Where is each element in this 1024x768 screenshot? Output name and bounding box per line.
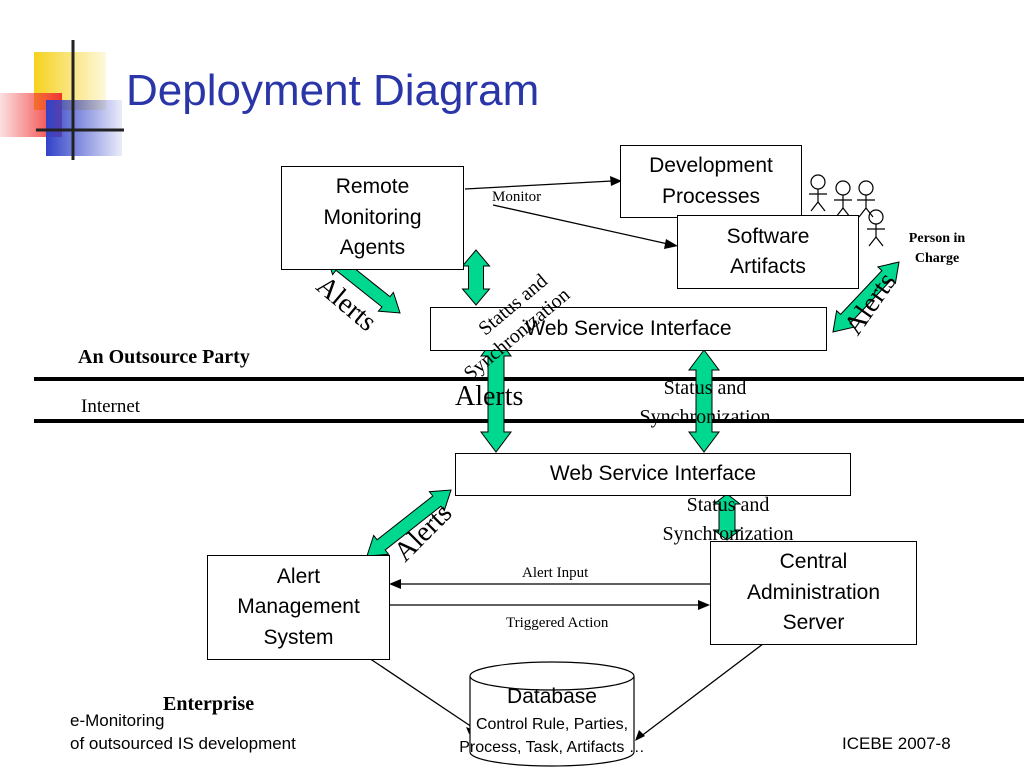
person-in-charge-label-1: Person in [908,231,966,246]
development-processes-line1: Development [649,154,773,178]
software-artifacts-line2: Artifacts [730,255,806,278]
alert-management-line3: System [263,625,334,649]
sync-arrow-internet [688,349,720,453]
footer-left-line1: e-Monitoring [70,711,165,730]
central-admin-line1: Central [779,550,848,574]
logo-squares [0,40,124,160]
footer-left-line2: of outsourced IS development [70,734,296,753]
database-content-line1: Control Rule, Parties, [475,716,629,733]
footer-right: ICEBE 2007-8 [842,734,951,753]
development-processes-line2: Processes [661,184,761,208]
person-icons [809,174,885,247]
monitor-arrow-2 [492,204,669,245]
alert-management-line1: Alert [276,564,321,588]
status-sync-label-bottom: Status and Synchronization [643,491,813,549]
status-sync-label-middle: Status and Synchronization [620,374,790,432]
monitor-label: Monitor [492,189,542,205]
alert-management-system-node: Alert Management System [207,555,390,660]
status-sync-bottom-line1: Status and [686,494,770,516]
central-admin-line3: Server [782,611,845,635]
sync-arrow-top [461,249,491,306]
status-sync-bottom-line2: Synchronization [662,523,794,545]
software-artifacts-line1: Software [726,224,810,248]
alerts-label-internet: Alerts [455,381,524,412]
status-sync-mid-line1: Status and [663,377,747,399]
alerts-arrow-person [832,261,900,333]
web-service-interface-top: Web Service Interface [430,307,827,351]
central-administration-server-node: Central Administration Server [710,541,917,645]
alerts-arrow-internet [480,335,512,453]
alerts-arrow-enterprise [366,489,452,557]
enterprise-label: Enterprise [163,693,255,715]
web-service-bottom-label: Web Service Interface [549,462,757,486]
database-cylinder [469,661,635,767]
remote-monitoring-line2: Monitoring [323,205,422,229]
monitor-arrow [464,180,613,190]
status-sync-mid-line2: Synchronization [639,406,771,428]
outsource-party-label: An Outsource Party [78,346,250,368]
remote-monitoring-line3: Agents [339,236,406,260]
sync-arrow-enterprise [712,493,742,541]
database-content-line2: Process, Task, Artifacts … [459,739,645,756]
alert-management-line2: Management [237,595,360,619]
triggered-action-label: Triggered Action [506,615,609,631]
alert-input-label: Alert Input [522,565,589,581]
software-artifacts-node: Software Artifacts [677,215,859,289]
page-title: Deployment Diagram [126,66,540,115]
central-admin-line2: Administration [746,580,881,604]
internet-label: Internet [81,396,141,417]
database-title: Database [507,685,597,708]
web-service-interface-bottom: Web Service Interface [455,453,851,496]
person-in-charge-label-2: Charge [914,251,960,266]
remote-monitoring-agents-node: Remote Monitoring Agents [281,166,464,270]
remote-monitoring-line1: Remote [335,175,410,199]
web-service-top-label: Web Service Interface [525,316,732,340]
development-processes-node: Development Processes [620,145,802,218]
